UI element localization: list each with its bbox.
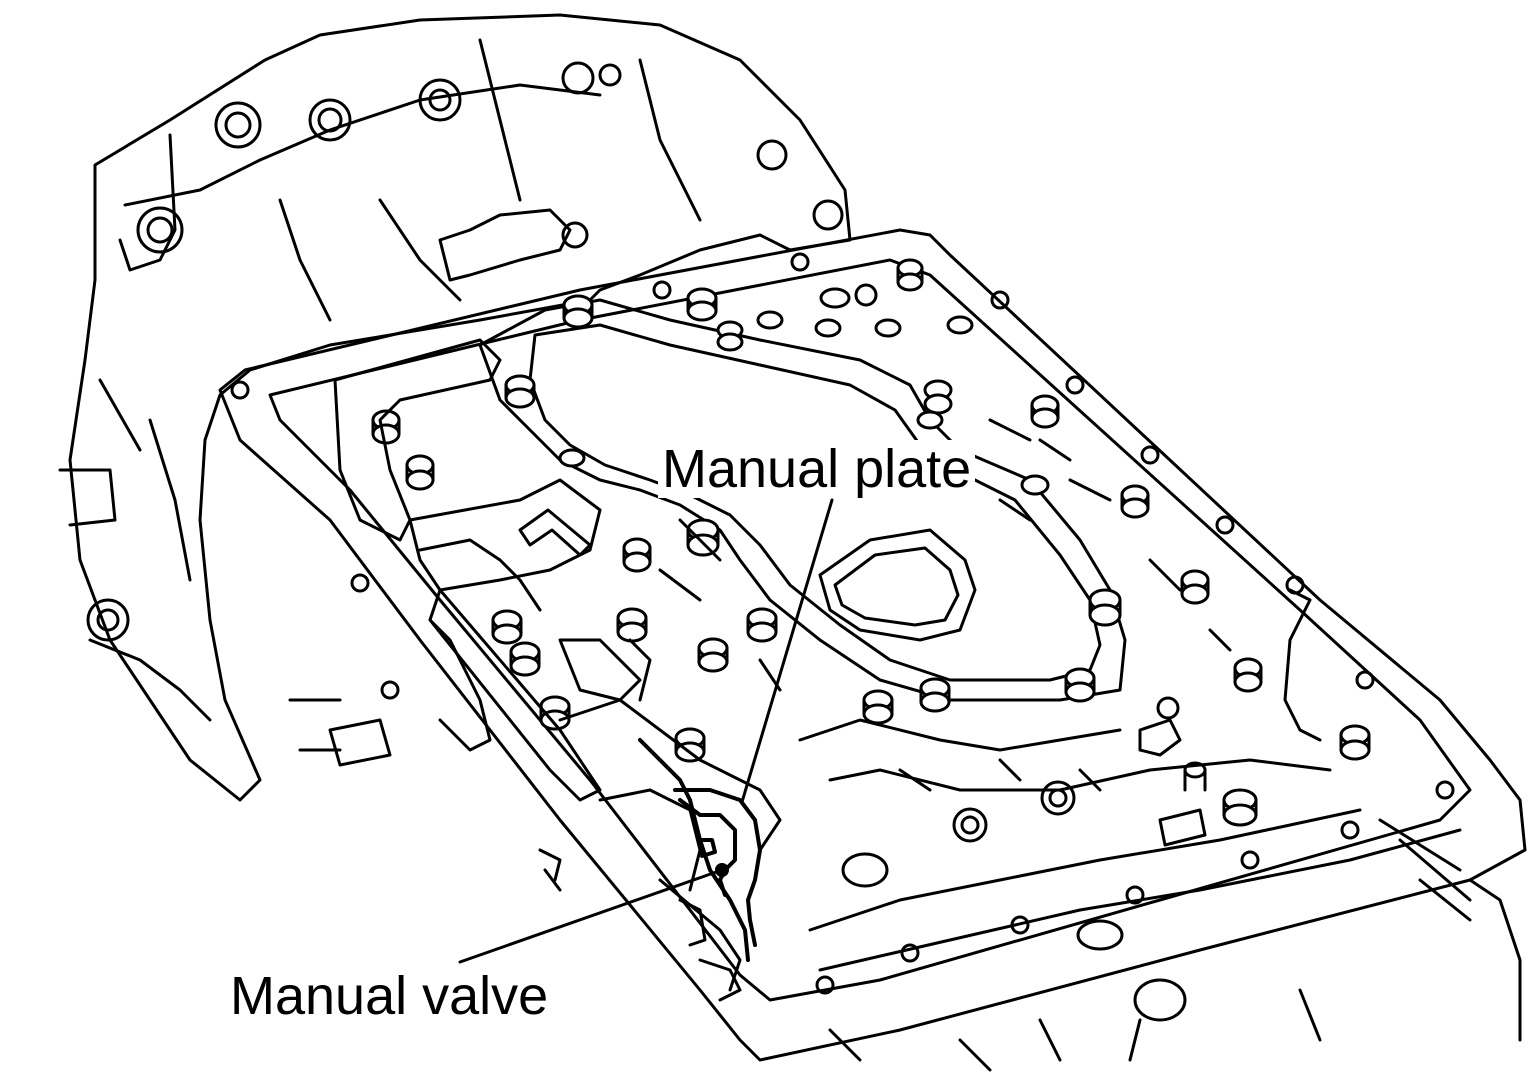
- manual-valve-leader: [458, 868, 724, 964]
- bolt-heads: [371, 258, 1371, 827]
- manual-valve-assembly: [638, 738, 762, 962]
- leader-lines: [458, 498, 834, 964]
- manual-plate-label: Manual plate: [658, 440, 976, 498]
- transmission-case: [58, 13, 852, 802]
- manual-valve-label: Manual valve: [226, 967, 553, 1025]
- valve-body-details: [288, 338, 1522, 1072]
- valve-body-frame: [218, 228, 1527, 1062]
- manual-plate-leader: [740, 498, 834, 804]
